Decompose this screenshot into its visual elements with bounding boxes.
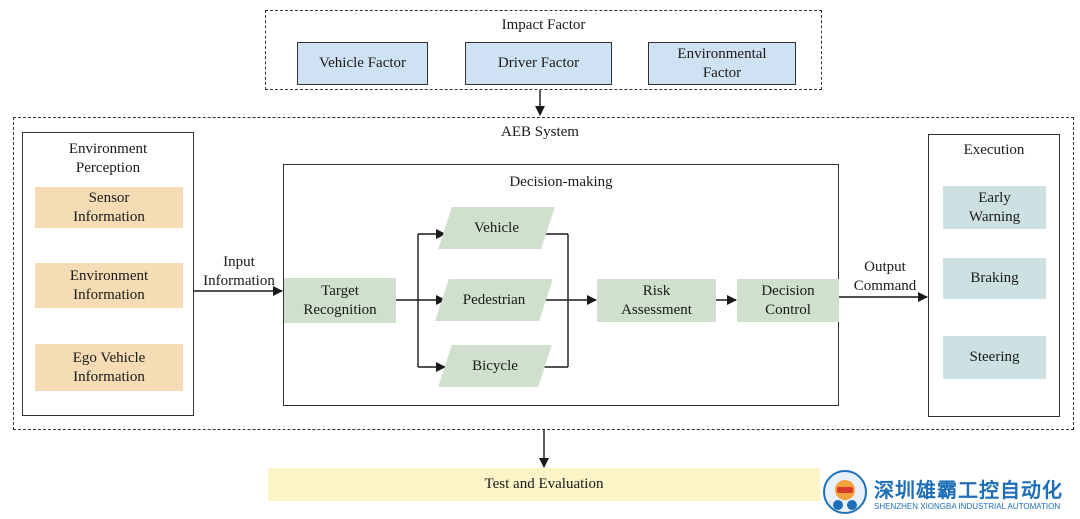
early-warning-box: Early Warning [943,186,1046,229]
pedestrian-node-label: Pedestrian [462,291,526,308]
pedestrian-node: Pedestrian [435,279,553,321]
braking-box: Braking [943,258,1046,299]
decision-making-title: Decision-making [509,174,613,190]
vehicle-node-label: Vehicle [474,219,519,236]
impact-factor-group [265,10,822,90]
bicycle-node: Bicycle [438,345,552,387]
bicycle-node-label: Bicycle [472,357,518,374]
vehicle-node: Vehicle [438,207,555,249]
company-logo: 深圳雄霸工控自动化 SHENZHEN XIONGBA INDUSTRIAL AU… [822,468,1078,516]
impact-factor-title: Impact Factor [501,17,586,33]
logo-english-text: SHENZHEN XIONGBA INDUSTRIAL AUTOMATION [874,502,1061,511]
output-command-label: Output Command [853,259,917,294]
steering-box: Steering [943,336,1046,379]
target-recognition-box: Target Recognition [284,278,396,323]
environmental-factor-box: Environmental Factor [648,42,796,85]
vehicle-factor-box: Vehicle Factor [297,42,428,85]
decision-control-box: Decision Control [737,279,839,322]
execution-title: Execution [963,142,1025,158]
sensor-information-box: Sensor Information [35,187,183,228]
driver-factor-box: Driver Factor [465,42,612,85]
test-evaluation-box: Test and Evaluation [268,468,820,501]
environment-perception-title: Environment Perception [68,141,148,176]
logo-chinese-text: 深圳雄霸工控自动化 [874,478,1063,502]
aeb-system-group [13,117,1074,430]
mascot-icon [823,470,867,514]
aeb-system-title: AEB System [501,124,579,140]
environment-information-box: Environment Information [35,263,183,308]
input-information-label: Input Information [203,254,275,289]
ego-vehicle-information-box: Ego Vehicle Information [35,344,183,391]
risk-assessment-box: Risk Assessment [597,279,716,322]
